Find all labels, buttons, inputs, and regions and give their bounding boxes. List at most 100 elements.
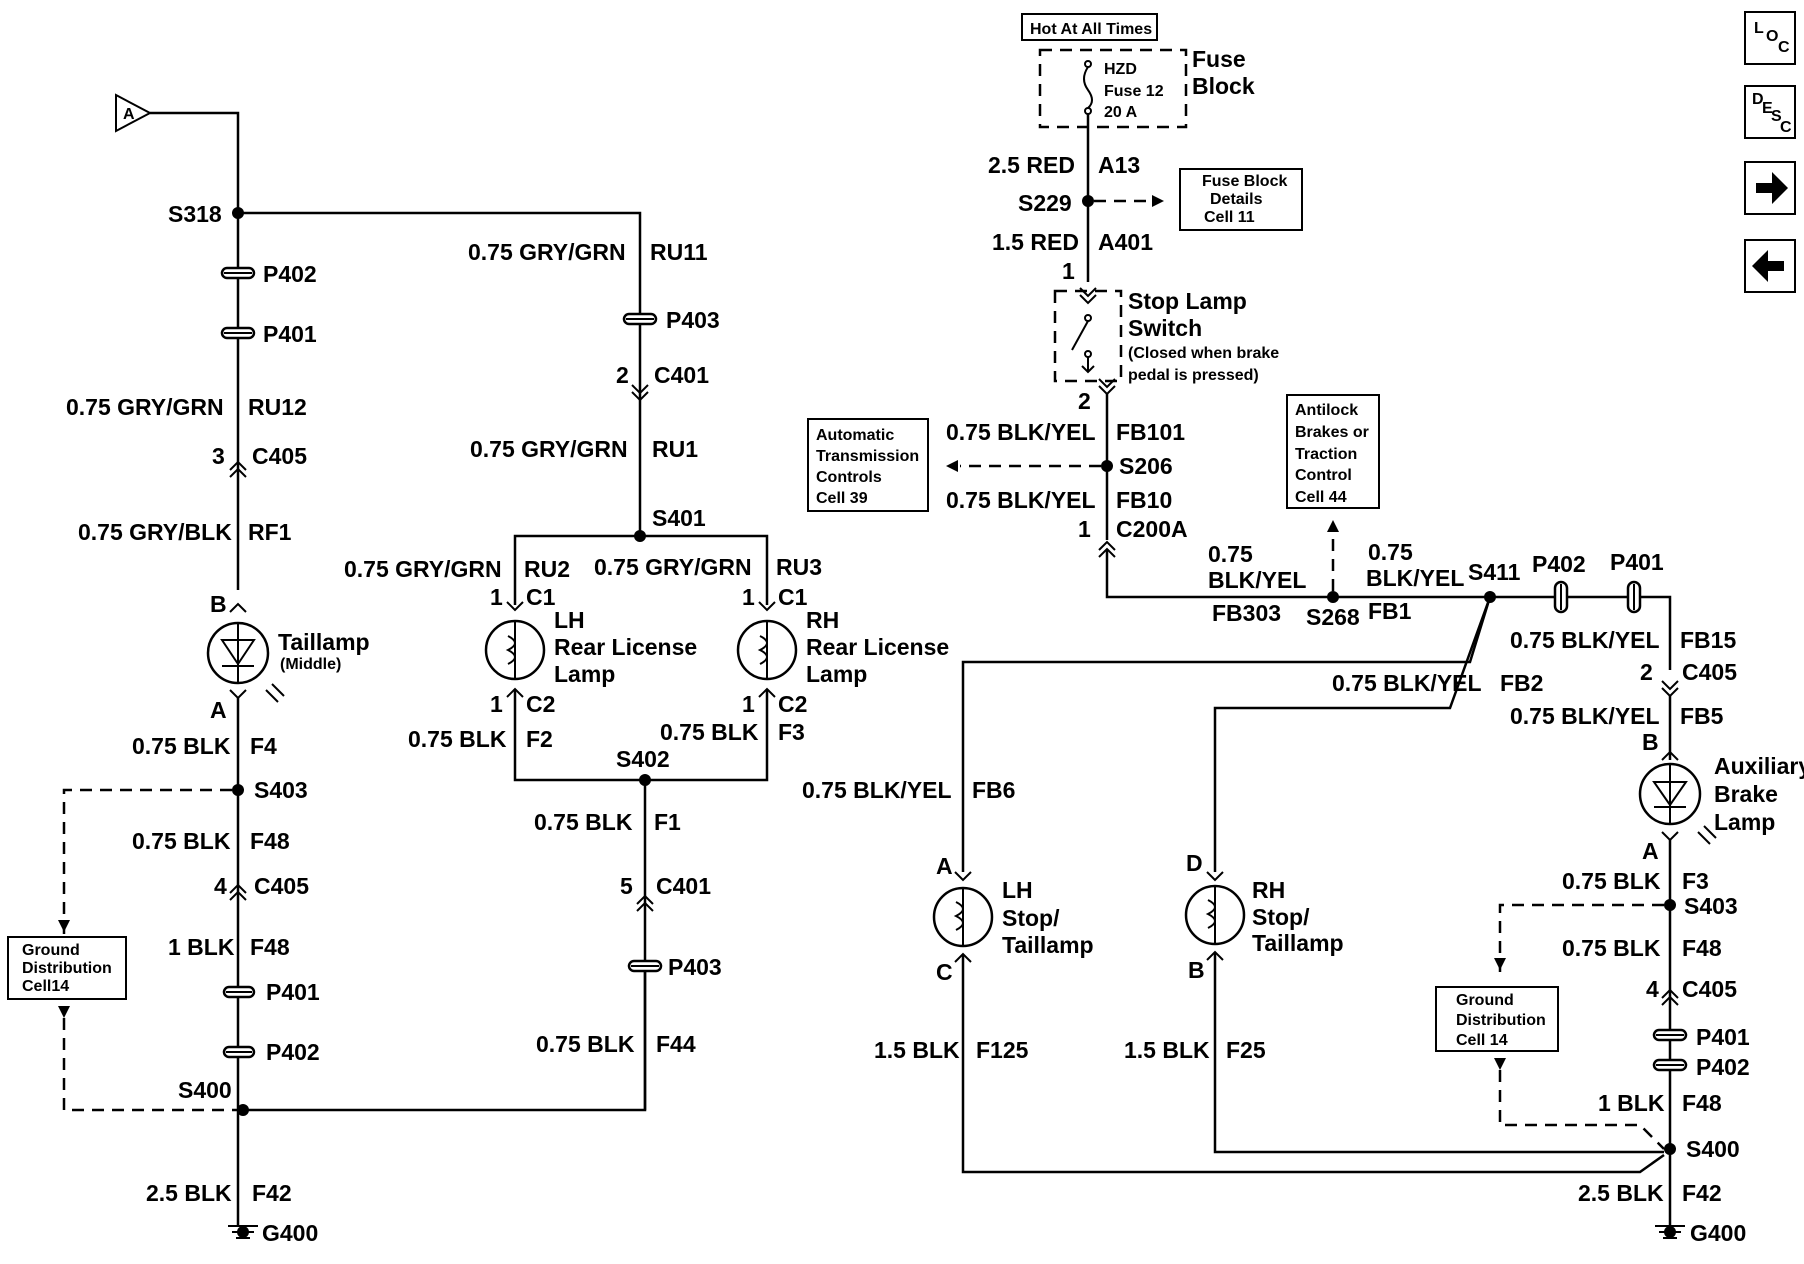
p403b-label: P403 [668, 954, 722, 980]
wire-s411-to-fb15 [1490, 595, 1672, 670]
p401-left-label: P401 [263, 321, 317, 347]
wire-f44-gauge: 0.75 BLK [536, 1031, 635, 1057]
wire-f48b-gauge: 1 BLK [168, 934, 235, 960]
prev-page-button[interactable] [1744, 239, 1796, 293]
c405-left-pin: 3 [212, 443, 225, 469]
lh-license-label-3: Lamp [554, 661, 615, 687]
stop-switch-pin2: 2 [1078, 388, 1091, 414]
wire-f1-circuit: F1 [654, 809, 681, 835]
lh-stop-pin-c: C [936, 959, 953, 985]
p402b-right-label: P402 [1696, 1054, 1750, 1080]
wire-fb303-fb1 [1105, 549, 1490, 599]
connector-c401b-chevron [636, 894, 654, 912]
wire-ru1-gauge: 0.75 GRY/GRN [470, 436, 628, 462]
ground-distribution-left-box[interactable]: Ground Distribution Cell14 [7, 936, 127, 1000]
splice-s400-left-label: S400 [178, 1077, 232, 1103]
svg-text:O: O [1766, 28, 1778, 45]
wire-fb101-circuit: FB101 [1116, 419, 1185, 445]
dashed-ground-left-to-s400 [62, 1018, 237, 1112]
wire-f42-circuit: F42 [252, 1180, 292, 1206]
arrow-down-icon [1494, 1058, 1506, 1070]
splice-s229-label: S229 [1018, 190, 1072, 216]
wire-s318-to-s401 [238, 211, 642, 536]
automatic-transmission-box[interactable]: Automatic Transmission Controls Cell 39 [807, 418, 929, 512]
wire-f48-right-circuit: F48 [1682, 935, 1722, 961]
svg-text:Ground: Ground [22, 942, 80, 959]
svg-text:D: D [1752, 91, 1764, 108]
ground-g400-right-icon [1655, 1225, 1685, 1239]
splice-s400-right-label: S400 [1686, 1136, 1740, 1162]
wire-f48b-right-gauge: 1 BLK [1598, 1090, 1665, 1116]
svg-text:S: S [1771, 108, 1782, 125]
connector-c401-chevron [631, 384, 649, 402]
aux-lamp-pin-b-chevron [1661, 750, 1679, 761]
loc-button[interactable]: L O C [1744, 11, 1796, 65]
lh-stop-label-1: LH [1002, 877, 1033, 903]
wire-f125 [961, 954, 1665, 1174]
wire-fb15-gauge: 0.75 BLK/YEL [1510, 627, 1660, 653]
antilock-brakes-box[interactable]: Antilock Brakes or Traction Control Cell… [1286, 394, 1380, 509]
p401b-right-label: P401 [1696, 1024, 1750, 1050]
wire-f25-circuit: F25 [1226, 1037, 1266, 1063]
rh-stop-pin-d: D [1186, 850, 1203, 876]
lh-license-pin1: 1 [490, 584, 503, 610]
connector-c405-left-chevron [229, 460, 247, 478]
lh-license-c1: C1 [526, 584, 556, 610]
rh-license-label-3: Lamp [806, 661, 867, 687]
svg-text:Cell 11: Cell 11 [1204, 209, 1255, 226]
svg-text:A: A [123, 106, 135, 123]
rh-license-label-2: Rear License [806, 634, 949, 660]
wire-f42-right-gauge: 2.5 BLK [1578, 1180, 1664, 1206]
taillamp-middle-icon [206, 621, 285, 703]
ground-distribution-right-box[interactable]: Ground Distribution Cell 14 [1435, 986, 1559, 1052]
aux-lamp-pin-a: A [1642, 838, 1659, 864]
c405b-right-pin: 4 [1646, 976, 1659, 1002]
splice-s206 [1101, 460, 1113, 472]
fuse-block-details-box[interactable]: Fuse Block Details Cell 11 [1179, 168, 1303, 231]
next-page-button[interactable] [1744, 161, 1796, 215]
wire-fb10-gauge: 0.75 BLK/YEL [946, 487, 1096, 513]
wire-fb303-gauge-2: BLK/YEL [1208, 567, 1306, 593]
wire-fb303-gauge-1: 0.75 [1208, 541, 1253, 567]
dashed-s403-to-ground-left [62, 788, 232, 938]
svg-text:E: E [1762, 100, 1773, 117]
lh-license-label-2: Rear License [554, 634, 697, 660]
desc-button[interactable]: D E S C [1744, 85, 1796, 139]
rh-stop-label-1: RH [1252, 877, 1285, 903]
inline-connector-p402-right [1553, 580, 1569, 614]
rh-stop-pin-d-chevron [1206, 871, 1224, 882]
rh-stop-label-3: Taillamp [1252, 930, 1344, 956]
wire-fb101-gauge: 0.75 BLK/YEL [946, 419, 1096, 445]
wire-fb5-gauge: 0.75 BLK/YEL [1510, 703, 1660, 729]
taillamp-pin-b: B [210, 591, 227, 617]
aux-lamp-pin-b: B [1642, 729, 1659, 755]
aux-lamp-label-3: Lamp [1714, 809, 1775, 835]
inline-connector-p401-right [1626, 580, 1642, 614]
inline-connector-p402b-right [1652, 1058, 1688, 1072]
wire-fb303-circuit: FB303 [1212, 600, 1281, 626]
wire-f1-gauge: 0.75 BLK [534, 809, 633, 835]
splice-s411-label: S411 [1468, 559, 1521, 585]
dashed-ground-right-to-s400 [1498, 1070, 1665, 1150]
wire-ru3-circuit: RU3 [776, 554, 822, 580]
svg-text:C: C [1780, 119, 1792, 136]
splice-s403-left-label: S403 [254, 777, 308, 803]
c401-label: C401 [654, 362, 709, 388]
c401b-label: C401 [656, 873, 711, 899]
connector-c405b-left-chevron [229, 883, 247, 901]
splice-s403-right-label: S403 [1684, 893, 1738, 919]
wire-fb1-gauge-2: BLK/YEL [1366, 565, 1464, 591]
rh-license-pin2: 1 [742, 691, 755, 717]
wire-f2-circuit: F2 [526, 726, 553, 752]
wire-f48-right-gauge: 0.75 BLK [1562, 935, 1661, 961]
wire-fb2 [1213, 596, 1492, 872]
splice-s403-left [232, 784, 244, 796]
arrow-down-icon [58, 1006, 70, 1018]
rh-license-label-1: RH [806, 607, 839, 633]
wire-fb6-gauge: 0.75 BLK/YEL [802, 777, 952, 803]
c405-right-pin: 2 [1640, 659, 1653, 685]
ground-g400-left-icon [228, 1225, 258, 1239]
rh-rear-license-lamp-icon [736, 619, 798, 681]
taillamp-pin-b-chevron [229, 602, 247, 613]
